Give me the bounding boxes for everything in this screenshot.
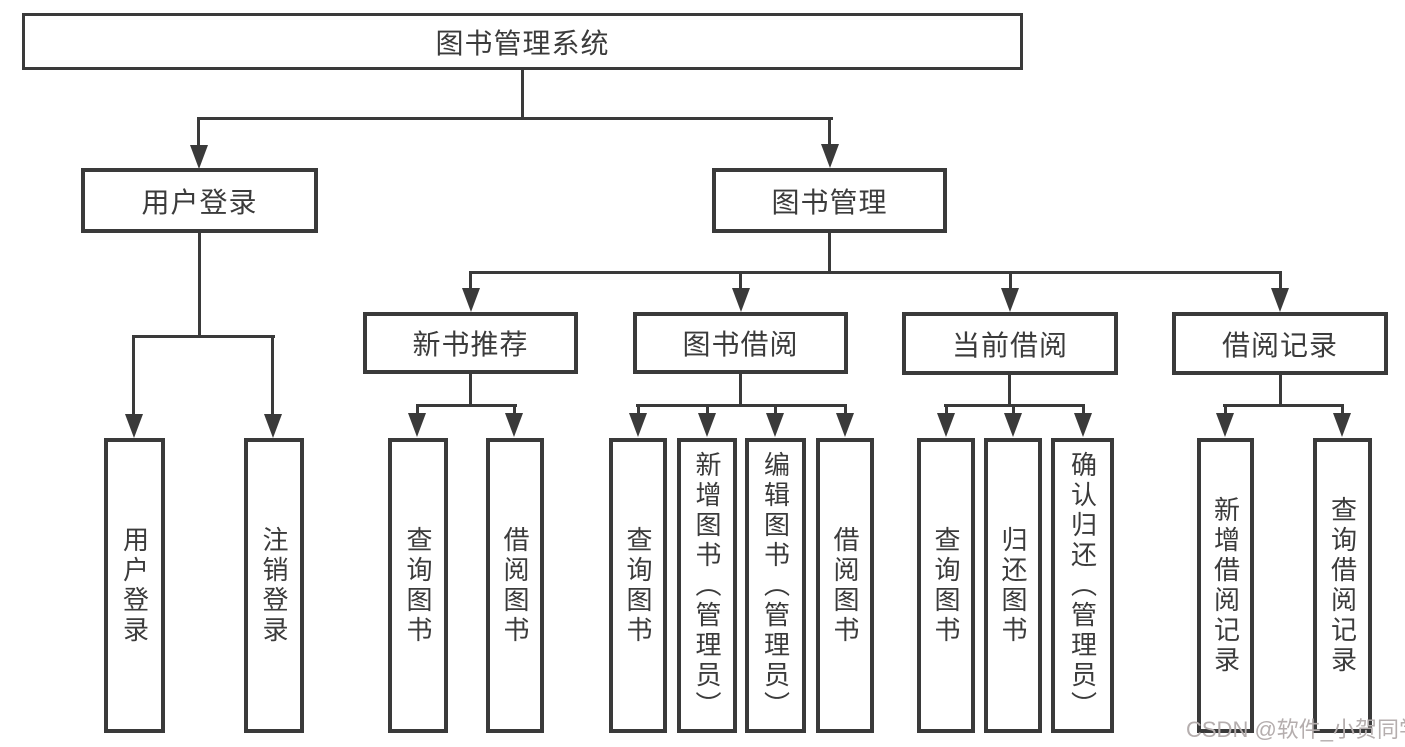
- leaf-query-books-recommend-label: 查询图书: [403, 525, 433, 646]
- node-book-borrow: 图书借阅: [633, 312, 848, 374]
- arrowhead-down-icon: [462, 288, 480, 312]
- arrowhead-down-icon: [1271, 288, 1289, 312]
- connector-line: [416, 404, 517, 407]
- arrowhead-down-icon: [1001, 288, 1019, 312]
- connector-line: [774, 404, 777, 416]
- arrowhead-down-icon: [505, 413, 523, 437]
- leaf-edit-books-admin: 编辑图书（管理员）: [745, 438, 806, 733]
- arrowhead-down-icon: [821, 144, 839, 168]
- connector-line: [739, 271, 742, 292]
- arrowhead-down-icon: [698, 413, 716, 437]
- leaf-borrow-books: 借阅图书: [816, 438, 874, 733]
- node-book-management-label: 图书管理: [771, 186, 888, 218]
- connector-line: [132, 335, 135, 415]
- arrowhead-down-icon: [190, 145, 208, 169]
- connector-line: [521, 70, 524, 120]
- leaf-borrow-books-recommend: 借阅图书: [486, 438, 544, 733]
- leaf-query-books-current: 查询图书: [917, 438, 975, 733]
- arrowhead-down-icon: [732, 288, 750, 312]
- connector-line: [1279, 271, 1282, 292]
- node-user-login: 用户登录: [81, 168, 318, 233]
- arrowhead-down-icon: [1333, 413, 1351, 437]
- leaf-user-login: 用户登录: [104, 438, 165, 733]
- arrowhead-down-icon: [1074, 413, 1092, 437]
- connector-line: [416, 404, 419, 416]
- node-new-book-recommend: 新书推荐: [363, 312, 578, 374]
- leaf-user-login-label: 用户登录: [119, 525, 150, 646]
- node-book-borrow-label: 图书借阅: [682, 329, 799, 360]
- leaf-query-books-borrow: 查询图书: [609, 438, 667, 733]
- leaf-logout: 注销登录: [244, 438, 304, 733]
- connector-line: [1012, 404, 1015, 416]
- node-current-borrow-label: 当前借阅: [951, 329, 1068, 361]
- connector-line: [1223, 404, 1344, 407]
- arrowhead-down-icon: [264, 414, 282, 438]
- leaf-confirm-return-admin: 确认归还（管理员）: [1051, 438, 1114, 733]
- connector-line: [637, 404, 640, 416]
- arrowhead-down-icon: [766, 413, 784, 437]
- connector-line: [828, 233, 831, 274]
- connector-line: [198, 233, 201, 338]
- node-root-label: 图书管理系统: [435, 27, 610, 59]
- leaf-query-borrow-record-label: 查询借阅记录: [1327, 495, 1358, 676]
- leaf-confirm-return-admin-label: 确认归还（管理员）: [1067, 450, 1098, 721]
- connector-line: [1279, 374, 1282, 407]
- node-root: 图书管理系统: [22, 13, 1023, 70]
- connector-line: [739, 374, 742, 407]
- csdn-watermark: CSDN @软件_小贺同学: [1186, 717, 1405, 742]
- node-book-management: 图书管理: [712, 168, 947, 233]
- connector-line: [469, 271, 472, 292]
- connector-line: [706, 404, 709, 416]
- arrowhead-down-icon: [408, 413, 426, 437]
- leaf-edit-books-admin-label: 编辑图书（管理员）: [760, 450, 791, 721]
- leaf-add-books-admin-label: 新增图书（管理员）: [692, 450, 722, 721]
- leaf-return-books-label: 归还图书: [998, 525, 1028, 646]
- leaf-borrow-books-label: 借阅图书: [830, 525, 860, 646]
- connector-line: [828, 117, 831, 149]
- connector-line: [1008, 374, 1011, 407]
- connector-line: [1009, 271, 1012, 292]
- arrowhead-down-icon: [836, 413, 854, 437]
- connector-line: [636, 404, 847, 407]
- connector-line: [271, 335, 274, 415]
- leaf-return-books: 归还图书: [984, 438, 1042, 733]
- arrowhead-down-icon: [125, 414, 143, 438]
- connector-line: [132, 335, 275, 338]
- leaf-logout-label: 注销登录: [259, 525, 289, 646]
- node-borrow-records: 借阅记录: [1172, 312, 1388, 375]
- connector-line: [945, 404, 948, 416]
- connector-line: [513, 404, 516, 416]
- arrowhead-down-icon: [1004, 413, 1022, 437]
- node-current-borrow: 当前借阅: [902, 312, 1118, 375]
- node-borrow-records-label: 借阅记录: [1221, 329, 1338, 361]
- leaf-query-books-recommend: 查询图书: [388, 438, 448, 733]
- leaf-add-borrow-record: 新增借阅记录: [1197, 438, 1254, 733]
- leaf-add-books-admin: 新增图书（管理员）: [677, 438, 737, 733]
- node-user-login-label: 用户登录: [141, 186, 258, 218]
- arrowhead-down-icon: [937, 413, 955, 437]
- node-new-book-recommend-label: 新书推荐: [412, 329, 529, 360]
- arrowhead-down-icon: [1216, 413, 1234, 437]
- leaf-add-borrow-record-label: 新增借阅记录: [1210, 495, 1241, 676]
- connector-line: [469, 271, 1282, 274]
- connector-line: [1224, 404, 1227, 416]
- connector-line: [1082, 404, 1085, 416]
- leaf-query-books-current-label: 查询图书: [931, 525, 961, 646]
- leaf-borrow-books-recommend-label: 借阅图书: [500, 525, 530, 646]
- connector-line: [197, 117, 833, 120]
- connector-line: [197, 117, 200, 149]
- connector-line: [844, 404, 847, 416]
- leaf-query-books-borrow-label: 查询图书: [623, 525, 653, 646]
- leaf-query-borrow-record: 查询借阅记录: [1313, 438, 1372, 733]
- connector-line: [469, 374, 472, 407]
- connector-line: [1341, 404, 1344, 416]
- arrowhead-down-icon: [629, 413, 647, 437]
